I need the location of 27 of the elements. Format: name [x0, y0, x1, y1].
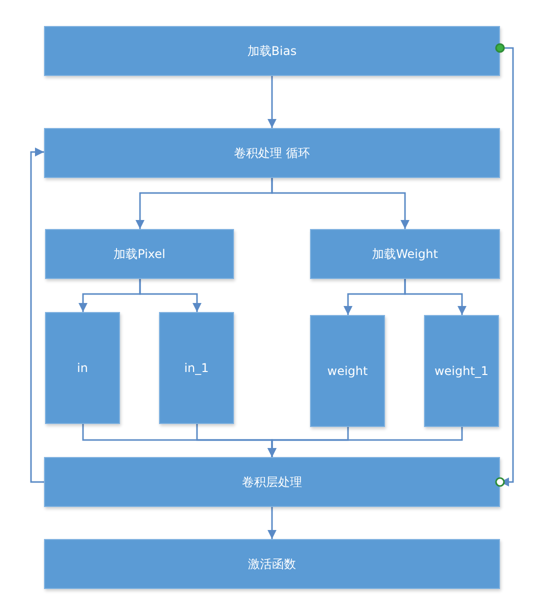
node-label: weight_1 [434, 364, 489, 378]
arrow [139, 279, 202, 312]
node-label: 激活函数 [248, 556, 296, 572]
process-box [159, 312, 234, 424]
node-label: in_1 [184, 360, 209, 376]
process-box [44, 539, 500, 589]
node-label: in [77, 360, 88, 376]
arrow [30, 148, 44, 483]
node-label: weight [327, 364, 368, 378]
process-box [310, 315, 385, 427]
node-label: 加载Pixel [114, 246, 166, 262]
process-box [45, 229, 234, 279]
arrow [268, 427, 463, 457]
process-box [310, 229, 500, 279]
node-label: 卷积层处理 [242, 474, 302, 490]
node-label: 卷积处理 循环 [234, 146, 310, 160]
arrow [268, 76, 276, 128]
node-label: 加载Weight [372, 246, 438, 262]
process-box [424, 315, 499, 427]
arrow [404, 279, 466, 315]
process-box [44, 26, 500, 76]
node-label: 加载Bias [247, 44, 297, 58]
arrow [271, 178, 410, 229]
process-box [45, 312, 120, 424]
process-box [44, 128, 500, 178]
process-box [44, 457, 500, 507]
arrow [268, 507, 276, 539]
